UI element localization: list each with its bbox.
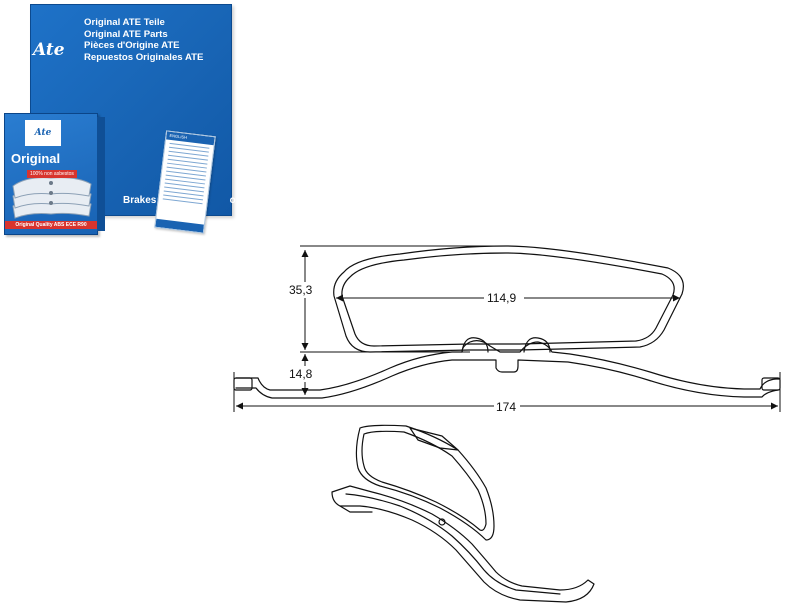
ate-line-de: Original ATE Teile xyxy=(84,17,165,28)
pad-inner-outline xyxy=(341,252,675,347)
spring-clip-lower xyxy=(235,359,779,399)
quality-strip: Original Quality ABS ECE R90 xyxy=(5,221,97,229)
clip-bump-right xyxy=(523,337,551,353)
ate-logo: Ate xyxy=(33,40,65,60)
brakes-band-text: Brakes · Frei os xyxy=(123,195,241,206)
non-asbestos-sticker: 100% non asbestos xyxy=(27,170,77,178)
brakes-band-part2: os xyxy=(229,195,242,206)
brake-pad-stack-icon xyxy=(12,177,92,219)
dim-label-pad-length: 114,9 xyxy=(487,291,516,305)
package-title: Original xyxy=(11,151,61,166)
spring-clip xyxy=(235,340,781,391)
brake-pad-package: Ate Original 100% non asbestos Original … xyxy=(4,113,105,235)
package-logo: Ate xyxy=(25,120,61,146)
dim-label-height: 35,3 xyxy=(289,283,313,297)
package-side xyxy=(97,117,105,231)
pad-outline xyxy=(333,245,684,353)
ate-line-fr: Pièces d'Origine ATE xyxy=(84,40,180,52)
ate-title-lines: Original ATE Teile Original ATE Parts Pi… xyxy=(84,17,234,63)
iso-clip-inner xyxy=(345,493,561,595)
iso-pad-inner xyxy=(361,430,487,531)
dim-label-overall-length: 174 xyxy=(496,400,516,414)
clip-bump-left xyxy=(461,337,489,353)
ate-line-es: Repuestos Originales ATE xyxy=(84,51,204,63)
iso-clip-edge xyxy=(339,505,373,513)
iso-pad-face xyxy=(355,424,495,541)
iso-clip-tab xyxy=(409,427,459,451)
ate-line-en: Original ATE Parts xyxy=(84,28,168,40)
brakes-band-part1: Brakes · Frei xyxy=(123,195,184,206)
pad-isometric-view xyxy=(331,424,595,603)
iso-clip-body xyxy=(331,485,595,603)
dim-label-clip-height: 14,8 xyxy=(289,367,313,381)
iso-clip-rivet xyxy=(438,518,446,526)
